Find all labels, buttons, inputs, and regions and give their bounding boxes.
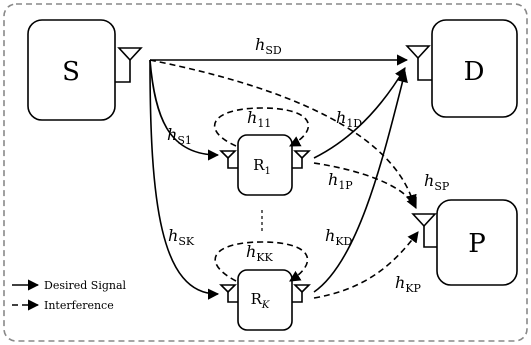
label-h-11: h11	[247, 108, 271, 130]
relay-k-label: RK	[251, 290, 270, 311]
link-s-rk	[149, 59, 220, 300]
relay-1-label: R1	[253, 156, 271, 177]
label-h-kp: hKP	[395, 273, 422, 295]
link-rk-d	[313, 70, 408, 293]
link-rk-loop	[214, 241, 309, 282]
relay-1-node: R1	[219, 134, 311, 196]
legend: Desired Signal Interference	[12, 279, 127, 312]
label-h-1p: h1P	[328, 170, 353, 192]
label-h-sp: hSP	[424, 171, 450, 193]
legend-interference-label: Interference	[44, 299, 114, 312]
relay-1-tx-antenna-icon	[292, 150, 311, 169]
relay-k-tx-antenna-icon	[292, 284, 311, 303]
link-s-r1	[149, 59, 220, 161]
destination-antenna-icon	[405, 45, 432, 81]
link-r1-d	[313, 67, 406, 159]
link-r1-loop	[213, 107, 310, 147]
link-rk-p	[313, 231, 419, 299]
label-h-sk: hSK	[168, 226, 195, 248]
destination-node: D	[405, 19, 518, 118]
source-antenna-icon	[115, 47, 143, 83]
primary-label: P	[468, 229, 486, 259]
destination-label: D	[464, 57, 485, 87]
diagram-border	[3, 3, 528, 342]
link-r1-p	[313, 162, 417, 210]
source-label: S	[62, 57, 80, 87]
source-node: S	[27, 19, 143, 121]
link-s-p	[149, 59, 417, 207]
primary-antenna-icon	[411, 213, 437, 248]
relay-1-rx-antenna-icon	[219, 150, 238, 169]
label-h-kd: hKD	[325, 226, 353, 248]
label-h-kk: hKK	[246, 242, 274, 264]
relay-k-node: RK	[219, 269, 311, 331]
primary-node: P	[411, 199, 518, 286]
label-h-s1: hS1	[167, 125, 192, 147]
legend-desired-label: Desired Signal	[44, 279, 127, 292]
label-h-1d: h1D	[336, 108, 362, 130]
label-h-sd: hSD	[255, 35, 282, 57]
relay-k-rx-antenna-icon	[219, 284, 238, 303]
